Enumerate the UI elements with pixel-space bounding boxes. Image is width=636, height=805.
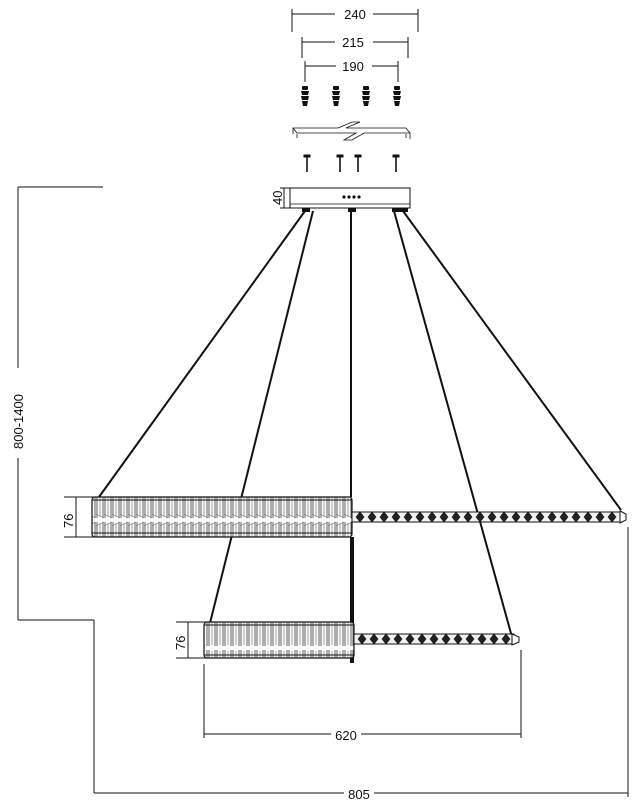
dimension-190: 190: [304, 57, 399, 82]
dimension-215: 215: [301, 33, 409, 58]
suspension-wires: [98, 210, 622, 638]
dimension-240-label: 240: [344, 7, 366, 22]
screws: [303, 154, 400, 172]
dimension-76-lower-label: 76: [173, 636, 188, 650]
dimension-620-label: 620: [335, 728, 357, 743]
dimension-620: 620: [203, 650, 522, 743]
upper-ring-crystal-row: [355, 511, 617, 523]
dimension-240: 240: [291, 5, 419, 32]
dimension-805-label: 805: [348, 787, 370, 802]
mounting-bracket: [292, 121, 411, 141]
dimension-total-height: 800-1400: [6, 186, 103, 793]
center-pole: [350, 537, 354, 663]
dimension-215-label: 215: [342, 35, 364, 50]
dimension-805: 805: [94, 527, 629, 802]
dimension-190-label: 190: [342, 59, 364, 74]
dimension-total-height-label: 800-1400: [11, 394, 26, 449]
wall-anchors: [301, 86, 401, 106]
upper-ring: [91, 496, 627, 538]
dimension-76-upper: 76: [61, 496, 96, 538]
dimension-76-lower: 76: [173, 621, 208, 659]
dimension-76-upper-label: 76: [61, 514, 76, 528]
lower-ring: [203, 621, 520, 659]
canopy: [289, 187, 411, 212]
dimension-40-label: 40: [270, 191, 285, 205]
dimension-40: 40: [270, 187, 290, 209]
lower-ring-crystal-row: [357, 633, 511, 645]
